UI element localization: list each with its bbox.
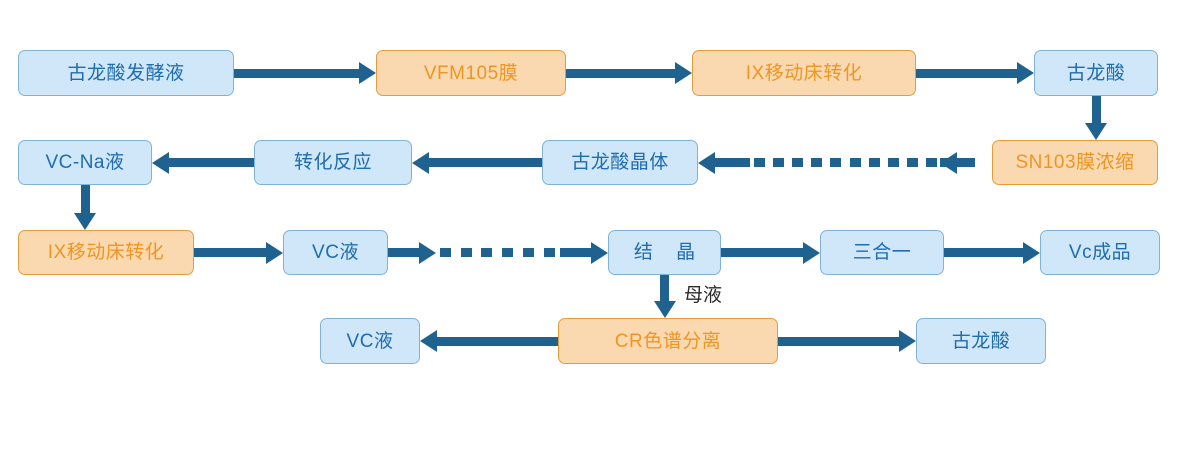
flow-node-label: VC液 [312,242,359,263]
flow-node-label: Vc成品 [1068,242,1132,263]
flow-node-n6[interactable]: 古龙酸晶体 [542,140,698,185]
flow-node-n11[interactable]: 结 晶 [608,230,721,275]
flow-node-n9[interactable]: IX移动床转化 [18,230,194,275]
flow-node-label: IX移动床转化 [47,242,165,263]
edge-label-l1: 母液 [684,285,723,306]
flow-node-n3[interactable]: IX移动床转化 [692,50,916,96]
flow-node-label: 古龙酸晶体 [571,152,669,173]
flow-node-n13[interactable]: Vc成品 [1040,230,1160,275]
flow-node-n5[interactable]: SN103膜浓缩 [992,140,1158,185]
flow-node-label: VC液 [346,330,394,352]
flow-node-n14[interactable]: CR色谱分离 [558,318,778,364]
flow-node-n15[interactable]: VC液 [320,318,420,364]
flow-node-n2[interactable]: VFM105膜 [376,50,566,96]
flow-node-label: VFM105膜 [423,62,519,84]
flow-node-n12[interactable]: 三合一 [820,230,944,275]
flow-node-n10[interactable]: VC液 [283,230,388,275]
flow-node-label: 转化反应 [293,152,372,173]
flow-node-label: 古龙酸 [951,330,1011,352]
flow-node-label: 结 晶 [633,242,705,263]
flow-node-n16[interactable]: 古龙酸 [916,318,1046,364]
flow-node-label: VC-Na液 [45,152,125,173]
flow-node-label: IX移动床转化 [745,62,863,84]
flow-node-n1[interactable]: 古龙酸发酵液 [18,50,234,96]
flow-node-label: CR色谱分离 [614,330,722,352]
flow-node-label: 古龙酸发酵液 [67,62,185,84]
flow-node-n8[interactable]: VC-Na液 [18,140,152,185]
flow-node-label: 三合一 [852,242,912,263]
flow-node-n4[interactable]: 古龙酸 [1034,50,1158,96]
flow-node-n7[interactable]: 转化反应 [254,140,412,185]
flow-node-label: 古龙酸 [1066,62,1126,84]
flow-node-label: SN103膜浓缩 [1015,152,1135,173]
